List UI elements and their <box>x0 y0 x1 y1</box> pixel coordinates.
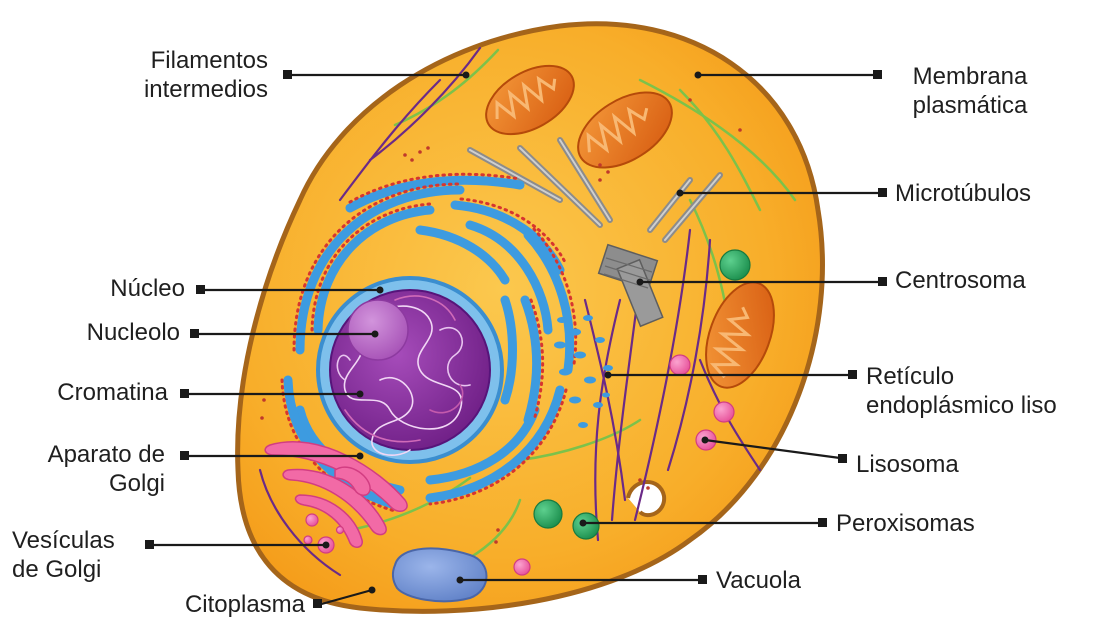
label-microtubulos: Microtúbulos <box>895 179 1031 208</box>
label-lisosoma: Lisosoma <box>856 450 959 479</box>
vacuole <box>393 548 487 601</box>
label-cromatina: Cromatina <box>20 378 168 407</box>
label-peroxisomas: Peroxisomas <box>836 509 975 538</box>
nucleus <box>318 278 502 462</box>
label-nucleo: Núcleo <box>60 274 185 303</box>
nucleolus <box>348 300 408 360</box>
label-centrosoma: Centrosoma <box>895 266 1026 295</box>
label-citoplasma: Citoplasma <box>140 590 305 619</box>
label-vesiculas-de-golgi: Vesículas de Golgi <box>12 526 115 584</box>
label-membrana-plasmatica: Membrana plasmática <box>880 62 1060 120</box>
label-aparato-de-golgi: Aparato de Golgi <box>10 440 165 498</box>
label-filamentos-intermedios: Filamentos intermedios <box>108 46 268 104</box>
label-reticulo-endoplasmico-liso: Retículo endoplásmico liso <box>866 362 1057 420</box>
label-nucleolo: Nucleolo <box>30 318 180 347</box>
label-vacuola: Vacuola <box>716 566 801 595</box>
